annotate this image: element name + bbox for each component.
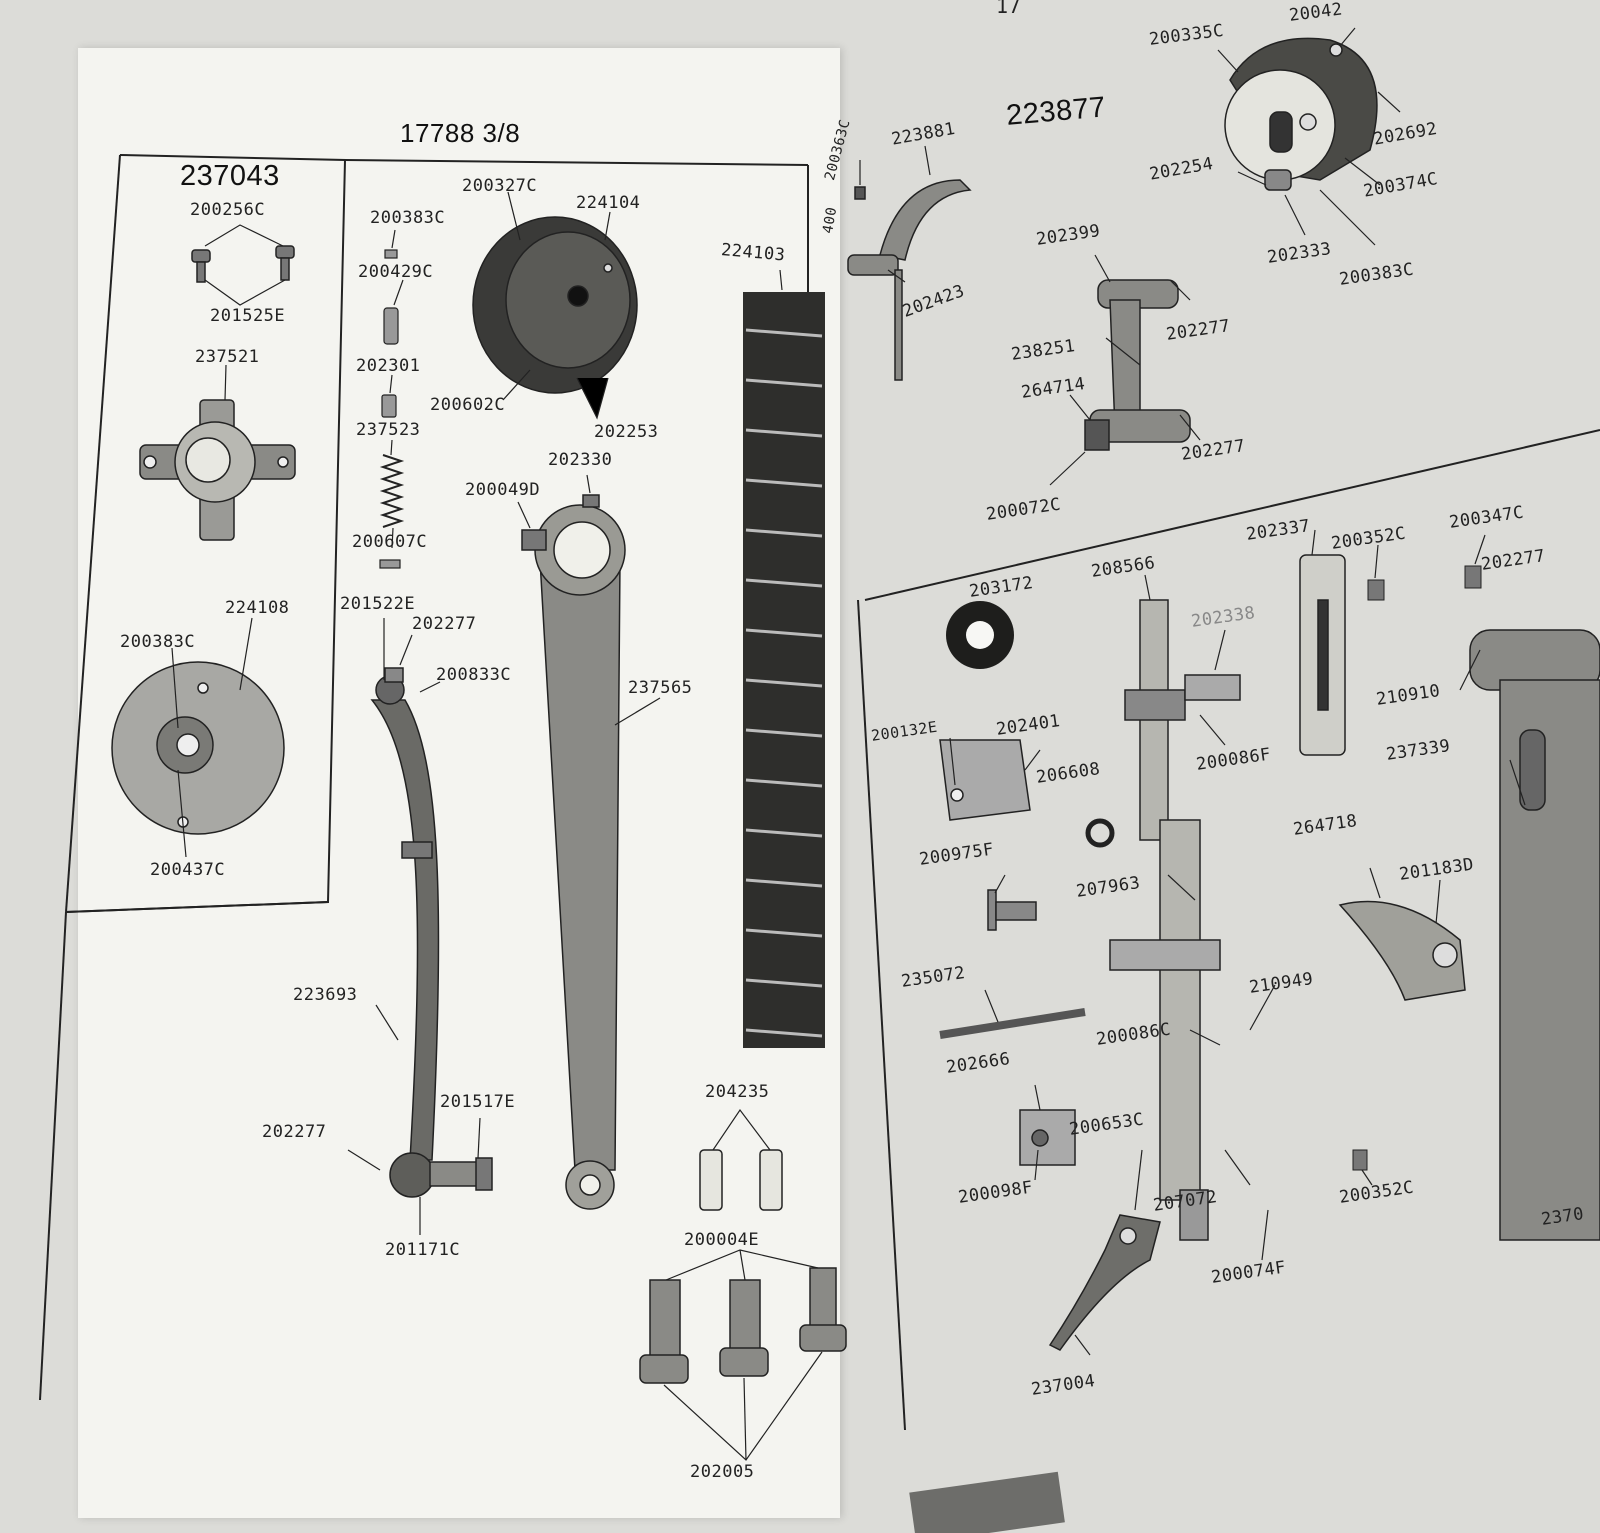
thumb-screw-illustration (987, 889, 1037, 931)
part-237523: 237523 (356, 420, 421, 440)
guard-plate-illustration (1338, 900, 1466, 1001)
bolt-set-illustration (639, 1267, 847, 1384)
part-201522E: 201522E (340, 594, 416, 614)
part-200602C: 200602C (430, 395, 506, 415)
part-202301: 202301 (356, 356, 421, 376)
part-237565: 237565 (628, 678, 693, 698)
right-section-divider-upper (864, 429, 1600, 601)
part-200607C: 200607C (352, 532, 428, 552)
cross-hub-illustration (139, 399, 296, 541)
part-200049D: 200049D (465, 480, 541, 500)
flange-disc-illustration (111, 661, 285, 835)
sleeve-pair-illustration (699, 1149, 783, 1211)
part-202005: 202005 (690, 1462, 755, 1482)
main-shaft-illustration (1109, 599, 1241, 1241)
small-plate-illustration (939, 739, 1031, 821)
setscrew-200352c (1367, 579, 1385, 601)
part-237521: 237521 (195, 347, 260, 367)
part-200383C-b: 200383C (370, 208, 446, 228)
part-201171C: 201171C (385, 1240, 461, 1260)
long-crank-lever-illustration (521, 494, 626, 1210)
part-204235: 204235 (705, 1082, 770, 1102)
setscrew-200347c (1464, 565, 1482, 589)
thread-lever-illustration (1048, 1214, 1161, 1351)
part-200383C: 200383C (120, 632, 196, 652)
left-assembly-number: 237043 (180, 160, 280, 192)
part-200004E: 200004E (684, 1230, 760, 1250)
connecting-rod-illustration (370, 667, 493, 1198)
part-201517E: 201517E (440, 1092, 516, 1112)
washer-illustration (946, 601, 1014, 669)
part-202330: 202330 (548, 450, 613, 470)
clamp-block-illustration (1019, 1109, 1076, 1166)
fork-hook-illustration (847, 179, 972, 381)
part-200256C: 200256C (190, 200, 266, 220)
screw-pair-illustration (191, 245, 295, 283)
split-ring-illustration (1085, 818, 1115, 848)
part-224104: 224104 (576, 193, 641, 213)
coil-spring-illustration (743, 292, 825, 1048)
rocker-arm-illustration (1084, 279, 1191, 451)
binding-clip-illustration (909, 1471, 1065, 1533)
part-224108: 224108 (225, 598, 290, 618)
part-200429C: 200429C (358, 262, 434, 282)
gear-drum-illustration (472, 216, 638, 394)
part-202277-b: 202277 (262, 1122, 327, 1142)
part-202253: 202253 (594, 422, 659, 442)
part-201525E: 201525E (210, 306, 286, 326)
setscrew-200352c-b (1352, 1149, 1368, 1171)
part-200833C: 200833C (436, 665, 512, 685)
tube-sleeve-illustration (1299, 554, 1346, 756)
left-page-header: 17788 3/8 (400, 118, 521, 148)
part-200437C: 200437C (150, 860, 226, 880)
part-202277: 202277 (412, 614, 477, 634)
part-200327C: 200327C (462, 176, 538, 196)
needle-bar-bracket-illustration (1469, 629, 1600, 1241)
cam-disc-illustration (1224, 37, 1378, 191)
small-screw-stack-illustration (379, 249, 405, 569)
long-pin-illustration (939, 1008, 1086, 1039)
part-223693: 223693 (293, 985, 358, 1005)
right-page-header-fragment: 17 (996, 0, 1022, 18)
